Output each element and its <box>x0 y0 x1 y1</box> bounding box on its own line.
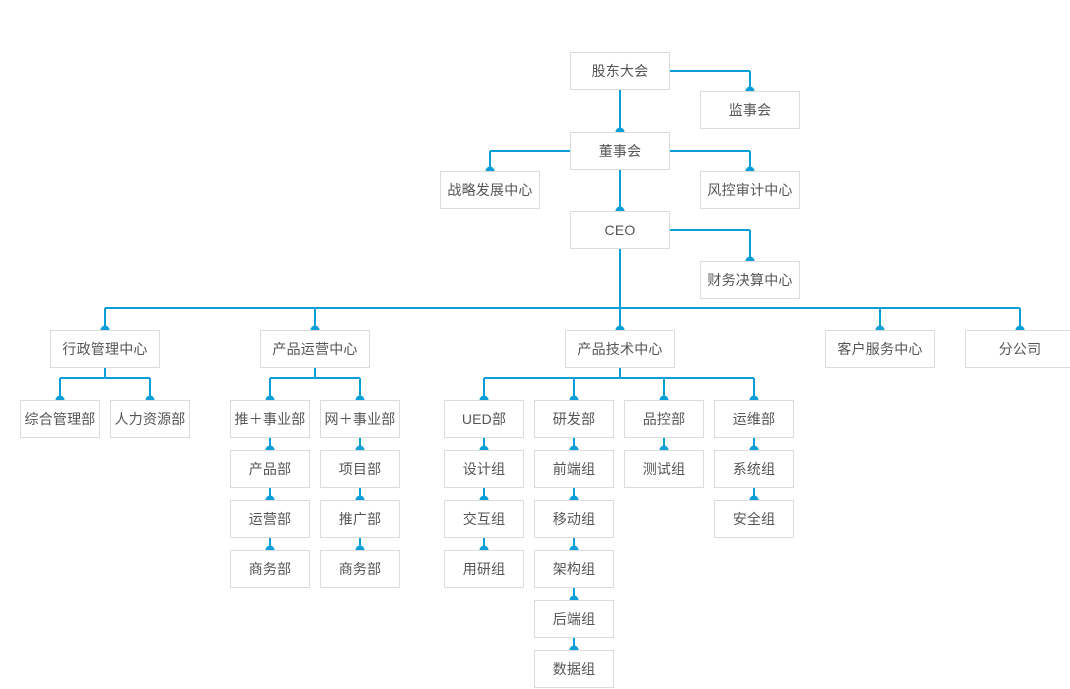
org-node-label: 财务决算中心 <box>707 272 793 288</box>
org-node-label: 战略发展中心 <box>447 182 533 198</box>
org-node[interactable]: 系统组 <box>714 450 794 488</box>
org-node[interactable]: 行政管理中心 <box>50 330 160 368</box>
org-node[interactable]: 推广部 <box>320 500 400 538</box>
org-node-label: 推＋事业部 <box>234 411 306 427</box>
org-node[interactable]: 网＋事业部 <box>320 400 400 438</box>
org-node[interactable]: UED部 <box>444 400 524 438</box>
org-node-label: 商务部 <box>338 561 382 577</box>
org-node-label: 交互组 <box>462 511 506 527</box>
org-node-label: 客户服务中心 <box>837 341 923 357</box>
org-node-label: 测试组 <box>642 461 686 477</box>
org-node-label: 股东大会 <box>591 63 649 79</box>
org-node-label: 行政管理中心 <box>62 341 148 357</box>
org-node-label: 董事会 <box>598 143 642 159</box>
org-node[interactable]: 股东大会 <box>570 52 670 90</box>
org-node[interactable]: 交互组 <box>444 500 524 538</box>
org-node[interactable]: 商务部 <box>320 550 400 588</box>
org-node-label: 品控部 <box>642 411 686 427</box>
org-node[interactable]: 综合管理部 <box>20 400 100 438</box>
org-node[interactable]: 财务决算中心 <box>700 261 800 299</box>
org-node[interactable]: 产品部 <box>230 450 310 488</box>
org-node-label: 推广部 <box>338 511 382 527</box>
org-node-label: 运营部 <box>248 511 292 527</box>
org-node-label: 移动组 <box>552 511 596 527</box>
org-node[interactable]: 项目部 <box>320 450 400 488</box>
org-node-label: 项目部 <box>338 461 382 477</box>
org-node[interactable]: 风控审计中心 <box>700 171 800 209</box>
org-node-label: 产品技术中心 <box>577 341 663 357</box>
org-node[interactable]: 用研组 <box>444 550 524 588</box>
org-node-label: 人力资源部 <box>114 411 186 427</box>
org-node[interactable]: 安全组 <box>714 500 794 538</box>
org-node-label: 综合管理部 <box>24 411 96 427</box>
org-node[interactable]: 前端组 <box>534 450 614 488</box>
org-node-label: 网＋事业部 <box>324 411 396 427</box>
org-node-label: 监事会 <box>728 102 772 118</box>
org-node-label: 前端组 <box>552 461 596 477</box>
org-node[interactable]: 研发部 <box>534 400 614 438</box>
org-node-label: 运维部 <box>732 411 776 427</box>
org-node-label: 商务部 <box>248 561 292 577</box>
org-node[interactable]: 后端组 <box>534 600 614 638</box>
org-node[interactable]: 架构组 <box>534 550 614 588</box>
org-node-label: 产品运营中心 <box>272 341 358 357</box>
org-node[interactable]: 测试组 <box>624 450 704 488</box>
org-node-label: 数据组 <box>552 661 596 677</box>
org-node[interactable]: 产品技术中心 <box>565 330 675 368</box>
org-node[interactable]: 设计组 <box>444 450 524 488</box>
org-node-label: 后端组 <box>552 611 596 627</box>
org-node[interactable]: 董事会 <box>570 132 670 170</box>
org-node-label: CEO <box>604 222 636 238</box>
org-node-label: 安全组 <box>732 511 776 527</box>
org-node-label: 用研组 <box>462 561 506 577</box>
org-node[interactable]: CEO <box>570 211 670 249</box>
org-node[interactable]: 运维部 <box>714 400 794 438</box>
org-node[interactable]: 监事会 <box>700 91 800 129</box>
org-node-label: UED部 <box>461 411 507 427</box>
org-node[interactable]: 商务部 <box>230 550 310 588</box>
org-node[interactable]: 分公司 <box>965 330 1070 368</box>
org-node[interactable]: 战略发展中心 <box>440 171 540 209</box>
org-node[interactable]: 数据组 <box>534 650 614 688</box>
org-node-label: 系统组 <box>732 461 776 477</box>
org-node-label: 架构组 <box>552 561 596 577</box>
org-node-label: 研发部 <box>552 411 596 427</box>
org-node-label: 分公司 <box>998 341 1042 357</box>
org-node[interactable]: 推＋事业部 <box>230 400 310 438</box>
org-node[interactable]: 产品运营中心 <box>260 330 370 368</box>
org-node[interactable]: 运营部 <box>230 500 310 538</box>
org-node-label: 设计组 <box>462 461 506 477</box>
org-node[interactable]: 品控部 <box>624 400 704 438</box>
org-node[interactable]: 客户服务中心 <box>825 330 935 368</box>
org-node-label: 风控审计中心 <box>707 182 793 198</box>
org-node[interactable]: 人力资源部 <box>110 400 190 438</box>
org-node[interactable]: 移动组 <box>534 500 614 538</box>
org-node-label: 产品部 <box>248 461 292 477</box>
